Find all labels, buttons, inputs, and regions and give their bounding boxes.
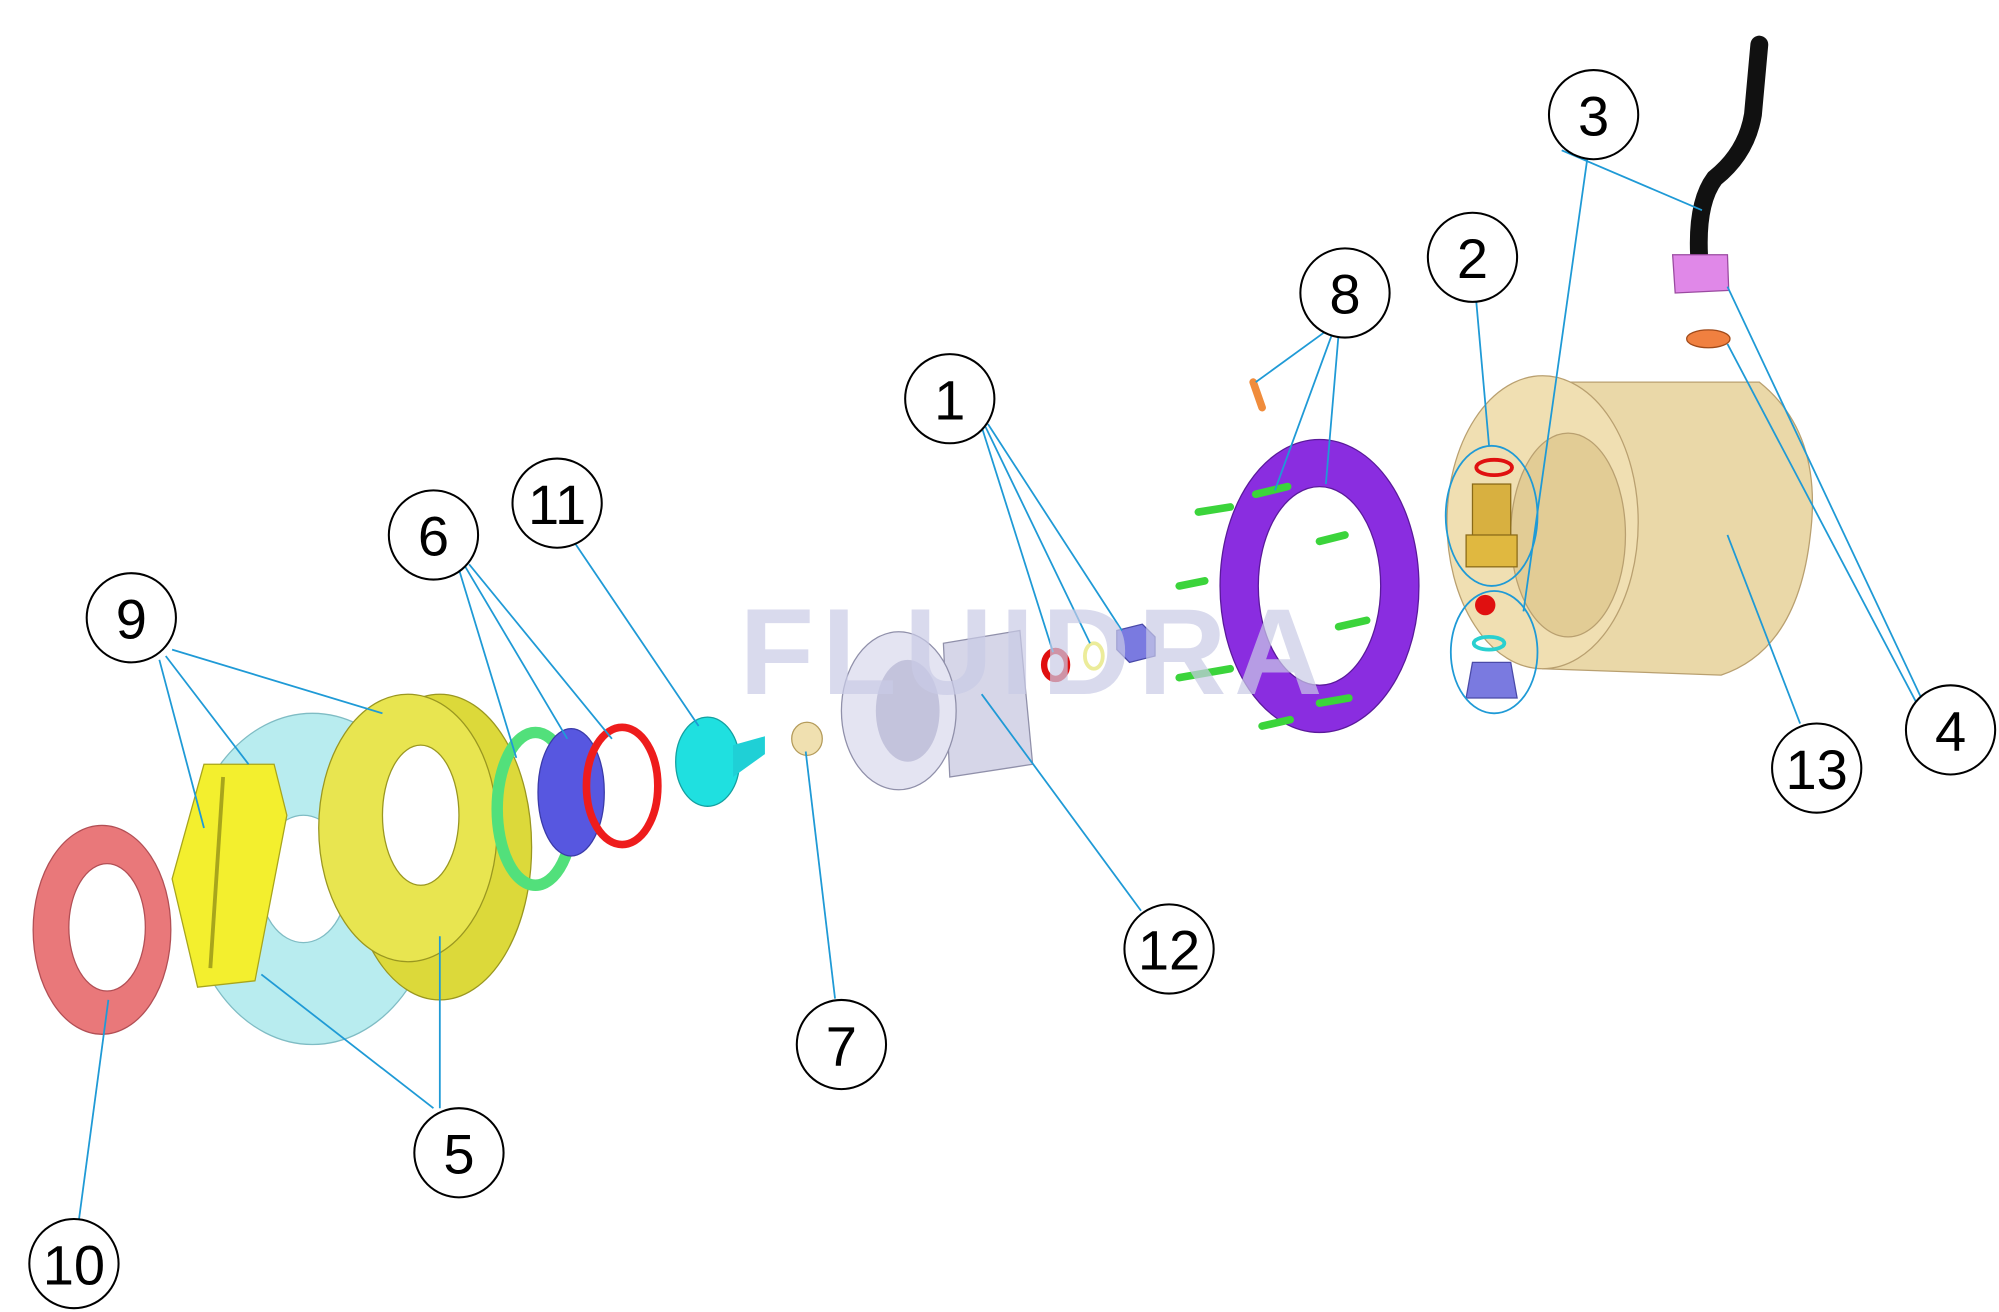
callout-2: 2 [1426, 211, 1519, 303]
leader-lines [78, 149, 1924, 1220]
callout-1: 1 [904, 353, 996, 445]
svg-text:13: 13 [1786, 738, 1848, 801]
callout-5: 5 [413, 1107, 505, 1199]
part-8-flange-screws [1175, 378, 1420, 734]
part-13-housing [1446, 375, 1814, 676]
part-6-seals [491, 723, 662, 892]
callout-7: 7 [795, 998, 888, 1091]
callout-6: 6 [387, 489, 480, 581]
callout-13: 13 [1771, 722, 1863, 814]
callout-12: 12 [1123, 903, 1215, 995]
svg-text:12: 12 [1138, 919, 1200, 982]
svg-text:11: 11 [528, 473, 586, 536]
svg-text:6: 6 [418, 505, 449, 568]
watermark: FLUIDRA [739, 583, 1330, 720]
svg-text:8: 8 [1329, 263, 1360, 326]
svg-text:1: 1 [934, 368, 965, 431]
part-5-flange [318, 693, 533, 1001]
callout-9: 9 [85, 572, 177, 664]
svg-text:4: 4 [1935, 700, 1966, 763]
part-7-plug [791, 721, 823, 756]
svg-text:2: 2 [1457, 227, 1488, 290]
svg-text:9: 9 [116, 588, 147, 651]
svg-text:5: 5 [443, 1123, 474, 1186]
callout-10: 10 [28, 1217, 120, 1310]
part-9-clip [171, 763, 288, 988]
svg-text:10: 10 [43, 1233, 105, 1296]
part-4-nut-washer [1671, 254, 1731, 349]
part-11-diffuser [675, 716, 765, 807]
svg-text:7: 7 [826, 1014, 857, 1077]
callout-4: 4 [1904, 684, 1997, 776]
callout-3: 3 [1547, 69, 1640, 161]
callout-11: 11 [511, 457, 603, 549]
callout-8: 8 [1299, 247, 1391, 339]
part-10-lock-ring [32, 824, 172, 1035]
part-1-small-parts [1040, 623, 1156, 683]
part-3-cable [1689, 35, 1769, 271]
svg-text:3: 3 [1578, 84, 1609, 147]
part-2-fittings [1444, 444, 1539, 715]
